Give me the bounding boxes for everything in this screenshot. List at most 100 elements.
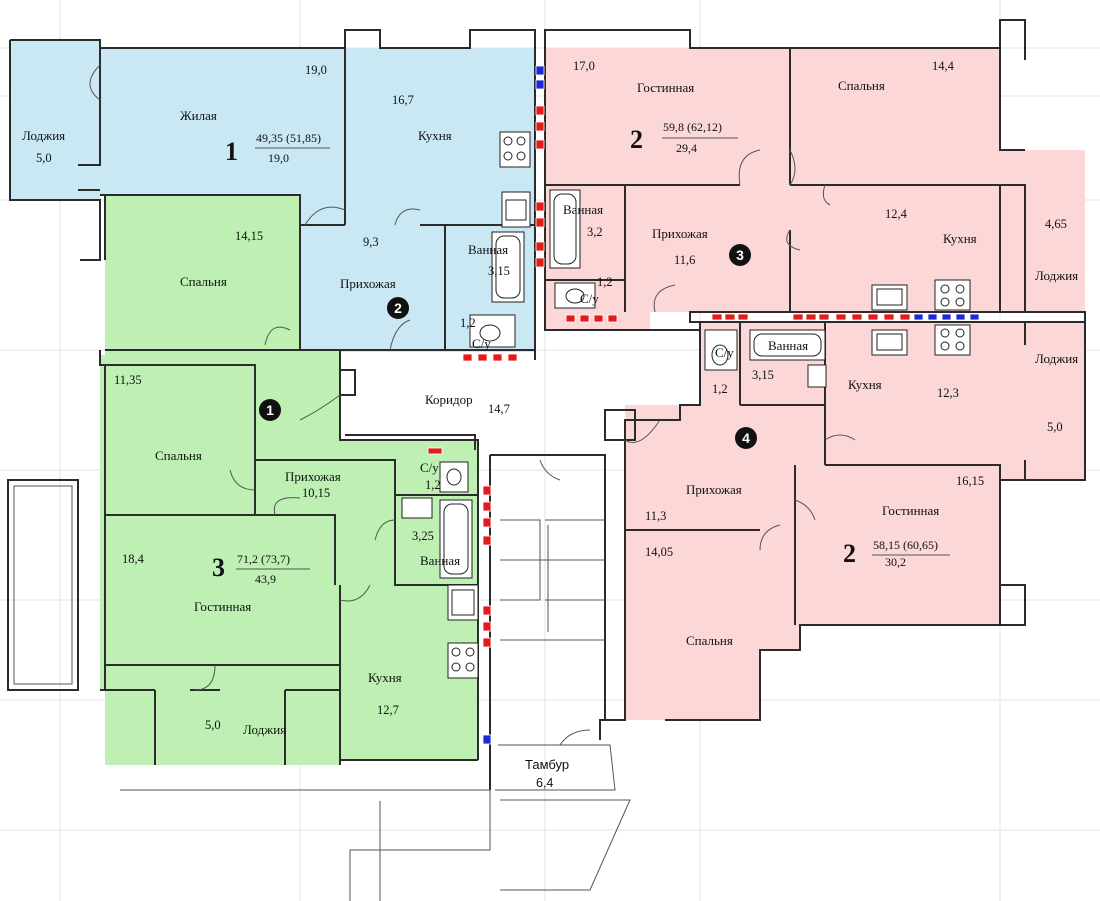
room-labels: Лоджия 5,0 Жилая 19,0 Кухня 16,7 Прихожа… (22, 59, 1078, 790)
vent-marker (535, 217, 545, 228)
room-name: Спальня (180, 274, 227, 289)
room-area: 12,7 (377, 703, 399, 717)
room-area: 5,0 (36, 151, 52, 165)
toilet-icon (704, 329, 738, 371)
room-area: 11,3 (645, 509, 666, 523)
stove-icon (934, 324, 971, 356)
bathtub-icon (749, 329, 826, 361)
vent-marker (482, 734, 492, 745)
room-name: С/у (472, 336, 491, 351)
vent-marker (482, 535, 492, 546)
stove-icon (447, 642, 479, 679)
sink-icon (871, 284, 908, 311)
vent-marker (941, 313, 952, 321)
apt2a-fill (545, 48, 1085, 330)
room-area: 12,4 (885, 207, 908, 221)
room-name: Ванная (768, 338, 808, 353)
vent-marker (724, 313, 736, 321)
room-name: Ванная (563, 202, 603, 217)
room-name: Лоджия (22, 128, 65, 143)
apt2b-fill (625, 322, 1085, 720)
marker-circle (729, 244, 751, 266)
vent-marker (477, 353, 488, 362)
room-area: 18,4 (122, 552, 145, 566)
sink-icon (871, 329, 908, 356)
marker-circle (735, 427, 757, 449)
room-area: 14,4 (932, 59, 955, 73)
vent-marker (482, 605, 492, 616)
room-name: Лоджия (1035, 268, 1078, 283)
vent-marker (535, 241, 545, 252)
sink-icon (807, 364, 827, 388)
room-area: 3,15 (488, 264, 510, 278)
room-name: Спальня (838, 78, 885, 93)
apartment-living-area: 43,9 (255, 572, 276, 586)
stove-icon (499, 131, 531, 168)
room-name: Гостинная (194, 599, 251, 614)
room-name: Коридор (425, 392, 473, 407)
room-area: 1,2 (425, 478, 441, 492)
vent-marker (535, 65, 545, 76)
vent-marker (835, 313, 847, 321)
room-name: Спальня (155, 448, 202, 463)
apartment-labels: 1 49,35 (51,85) 19,0 2 59,8 (62,12) 29,4… (212, 120, 950, 586)
room-area: 1,2 (597, 275, 613, 289)
room-area: 3,25 (412, 529, 434, 543)
marker-label: 1 (266, 402, 274, 418)
vent-marker (565, 314, 576, 323)
room-name: С/у (420, 460, 439, 475)
sink-icon (501, 191, 531, 228)
apartment-total-area: 59,8 (62,12) (663, 120, 722, 134)
vent-marker (482, 501, 492, 512)
vent-marker (883, 313, 895, 321)
room-area: 1,2 (712, 382, 728, 396)
room-name: Кухня (418, 128, 452, 143)
room-area: 6,4 (536, 776, 553, 790)
vent-marker (427, 447, 443, 455)
apartment-number: 3 (212, 553, 225, 582)
marker-label: 3 (736, 247, 744, 263)
room-name: С/у (580, 291, 599, 306)
room-area: 14,7 (488, 402, 510, 416)
apartment-living-area: 29,4 (676, 141, 697, 155)
room-name: Прихожая (285, 469, 341, 484)
marker-circle (387, 297, 409, 319)
vent-marker (851, 313, 863, 321)
vent-marker (593, 314, 604, 323)
room-name: Ванная (420, 553, 460, 568)
room-area: 3,15 (752, 368, 774, 382)
room-area: 14,05 (645, 545, 673, 559)
apartment-label-1: 1 49,35 (51,85) 19,0 (225, 131, 330, 166)
vent-marker (955, 313, 966, 321)
room-area: 5,0 (205, 718, 221, 732)
vent-marker (607, 314, 618, 323)
vent-marker (899, 313, 911, 321)
vent-marker (913, 313, 924, 321)
vent-marker (818, 313, 830, 321)
room-area: 10,15 (302, 486, 330, 500)
room-name: Прихожая (340, 276, 396, 291)
room-area: 11,35 (114, 373, 142, 387)
vent-marker (535, 139, 545, 150)
apartment-number: 2 (843, 539, 856, 568)
room-area: 19,0 (305, 63, 327, 77)
vent-markers (427, 65, 980, 745)
room-name: Гостинная (637, 80, 694, 95)
walls (7, 19, 1086, 901)
toilet-icon (469, 314, 516, 348)
room-name: Лоджия (243, 722, 286, 737)
vent-marker (482, 517, 492, 528)
room-area: 4,65 (1045, 217, 1067, 231)
apt1-fill (10, 40, 535, 352)
room-area: 11,6 (674, 253, 695, 267)
vent-marker (535, 79, 545, 90)
vent-marker (482, 637, 492, 648)
apartment-total-area: 58,15 (60,65) (873, 538, 938, 552)
room-area: 9,3 (363, 235, 379, 249)
numbered-markers: 1 2 3 4 (259, 244, 757, 449)
apartment-number: 1 (225, 137, 238, 166)
bathtub-icon (491, 231, 525, 303)
sink-icon (401, 497, 433, 519)
vent-marker (535, 201, 545, 212)
